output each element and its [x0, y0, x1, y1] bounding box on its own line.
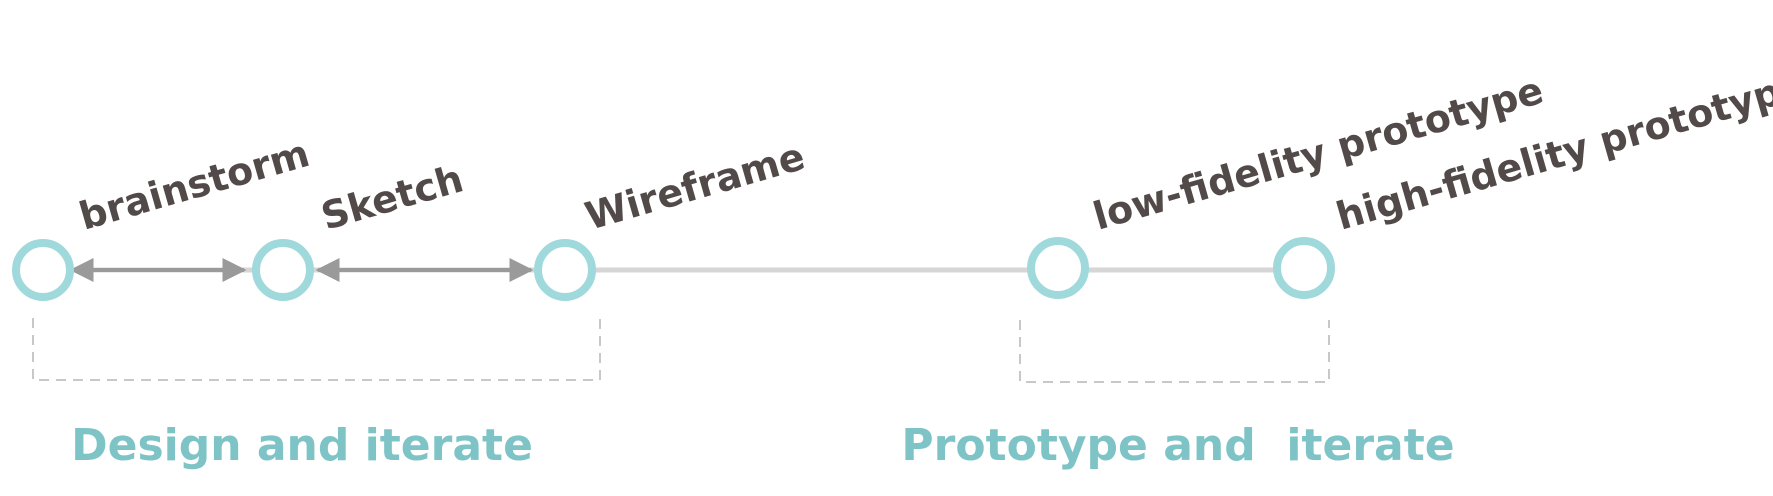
stage-node-sketch [252, 239, 314, 301]
stage-node-high-fidelity-prototype [1273, 237, 1335, 299]
stage-label-sketch: Sketch [316, 156, 468, 238]
stage-node-wireframe [534, 239, 596, 301]
stage-node-brainstorm [12, 239, 74, 301]
group-label-design-and-iterate: Design and iterate [71, 420, 533, 471]
stage-label-wireframe: Wireframe [580, 134, 809, 239]
prototype-group-bracket [1019, 320, 1330, 383]
stage-node-low-fidelity-prototype [1027, 237, 1089, 299]
stage-label-brainstorm: brainstorm [74, 131, 314, 239]
group-label-prototype-and-iterate: Prototype and iterate [901, 420, 1454, 471]
design-group-bracket [32, 318, 601, 381]
